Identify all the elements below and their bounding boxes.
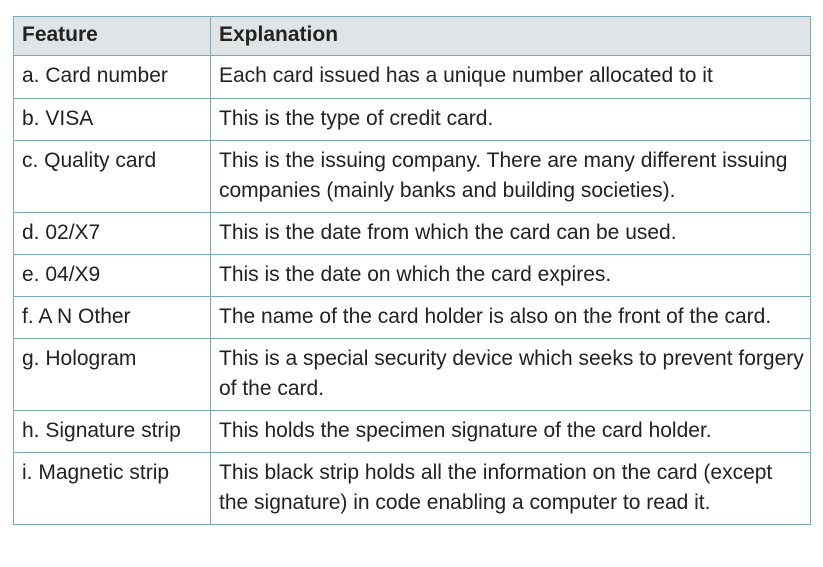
table-header-row: Feature Explanation: [13, 16, 811, 56]
table-row: i. Magnetic strip This black strip holds…: [13, 452, 811, 525]
explanation-cell: This is the issuing company. There are m…: [210, 140, 811, 213]
table-row: h. Signature strip This holds the specim…: [13, 410, 811, 453]
header-feature: Feature: [13, 16, 211, 56]
table-row: a. Card number Each card issued has a un…: [13, 55, 811, 99]
explanation-cell: This black strip holds all the informati…: [210, 452, 811, 525]
feature-table: Feature Explanation a. Card number Each …: [13, 16, 811, 525]
feature-cell: b. VISA: [13, 98, 211, 141]
explanation-cell: This holds the specimen signature of the…: [210, 410, 811, 453]
explanation-cell: This is the date on which the card expir…: [210, 254, 811, 297]
feature-cell: f. A N Other: [13, 296, 211, 339]
feature-cell: i. Magnetic strip: [13, 452, 211, 525]
feature-cell: g. Hologram: [13, 338, 211, 411]
feature-table-container: Feature Explanation a. Card number Each …: [13, 16, 811, 525]
feature-cell: e. 04/X9: [13, 254, 211, 297]
table-row: g. Hologram This is a special security d…: [13, 338, 811, 411]
feature-cell: a. Card number: [13, 55, 211, 99]
explanation-cell: This is a special security device which …: [210, 338, 811, 411]
feature-cell: c. Quality card: [13, 140, 211, 213]
table-row: b. VISA This is the type of credit card.: [13, 98, 811, 141]
table-row: e. 04/X9 This is the date on which the c…: [13, 254, 811, 297]
explanation-cell: This is the date from which the card can…: [210, 212, 811, 255]
table-row: d. 02/X7 This is the date from which the…: [13, 212, 811, 255]
header-explanation: Explanation: [210, 16, 811, 56]
feature-cell: h. Signature strip: [13, 410, 211, 453]
explanation-cell: This is the type of credit card.: [210, 98, 811, 141]
table-row: c. Quality card This is the issuing comp…: [13, 140, 811, 213]
explanation-cell: Each card issued has a unique number all…: [210, 55, 811, 99]
explanation-cell: The name of the card holder is also on t…: [210, 296, 811, 339]
table-row: f. A N Other The name of the card holder…: [13, 296, 811, 339]
feature-cell: d. 02/X7: [13, 212, 211, 255]
